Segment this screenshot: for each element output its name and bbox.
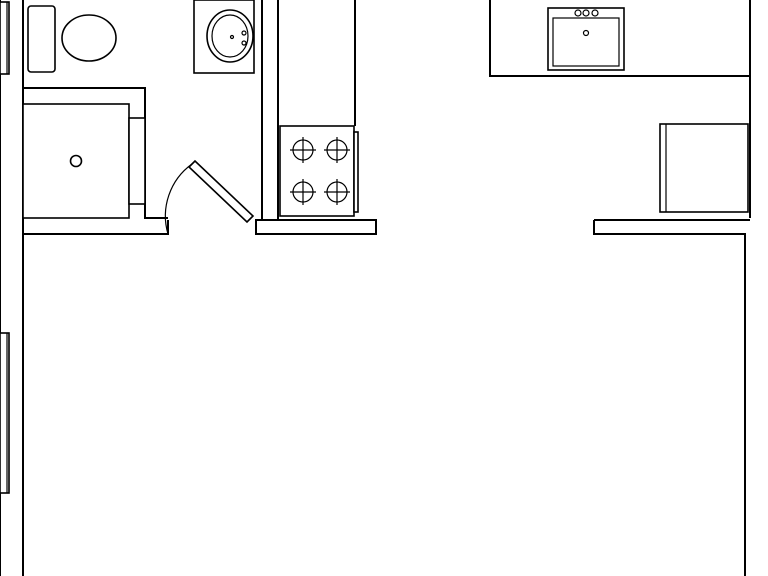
counter-right bbox=[489, 0, 750, 77]
main-room-wall-right bbox=[593, 220, 746, 576]
main-room bbox=[22, 220, 746, 576]
stove bbox=[279, 125, 359, 217]
shower-drain-icon bbox=[69, 154, 83, 168]
faucet-knob bbox=[591, 9, 599, 17]
shower bbox=[22, 103, 146, 219]
basin-outer bbox=[206, 9, 254, 63]
burner-icon bbox=[290, 137, 316, 163]
door-leaf bbox=[187, 159, 255, 224]
bathroom-sink bbox=[193, 0, 255, 74]
sink-outer bbox=[547, 7, 625, 71]
left-window-lower bbox=[0, 332, 10, 494]
fridge-body bbox=[659, 123, 749, 213]
basin-inner bbox=[211, 14, 249, 58]
partition-lower bbox=[255, 219, 377, 235]
faucet-knob bbox=[241, 40, 247, 46]
refrigerator bbox=[659, 123, 749, 213]
toilet-tank bbox=[27, 5, 56, 73]
drain-icon bbox=[229, 34, 235, 40]
window-frame bbox=[0, 332, 10, 494]
faucet-knob bbox=[574, 9, 582, 17]
main-room-wall-left bbox=[22, 220, 169, 576]
stove-controls bbox=[353, 131, 359, 213]
left-exterior-wall bbox=[0, 0, 24, 576]
toilet bbox=[27, 5, 117, 73]
faucet-knob bbox=[241, 30, 247, 36]
faucet-knob bbox=[582, 9, 590, 17]
stove-body bbox=[279, 125, 355, 217]
sink-basin bbox=[552, 17, 620, 67]
burner-icon bbox=[324, 137, 350, 163]
burner-icon bbox=[324, 179, 350, 205]
burner-icon bbox=[290, 179, 316, 205]
kitchen-sink bbox=[547, 7, 625, 71]
kitchen bbox=[354, 0, 751, 221]
bathroom-door bbox=[164, 159, 255, 235]
door-swing-arc bbox=[164, 163, 193, 235]
shower-curb bbox=[128, 117, 146, 205]
left-window-top bbox=[0, 1, 10, 75]
toilet-bowl bbox=[61, 14, 117, 62]
drain-icon bbox=[582, 29, 590, 37]
window-frame bbox=[0, 1, 10, 75]
